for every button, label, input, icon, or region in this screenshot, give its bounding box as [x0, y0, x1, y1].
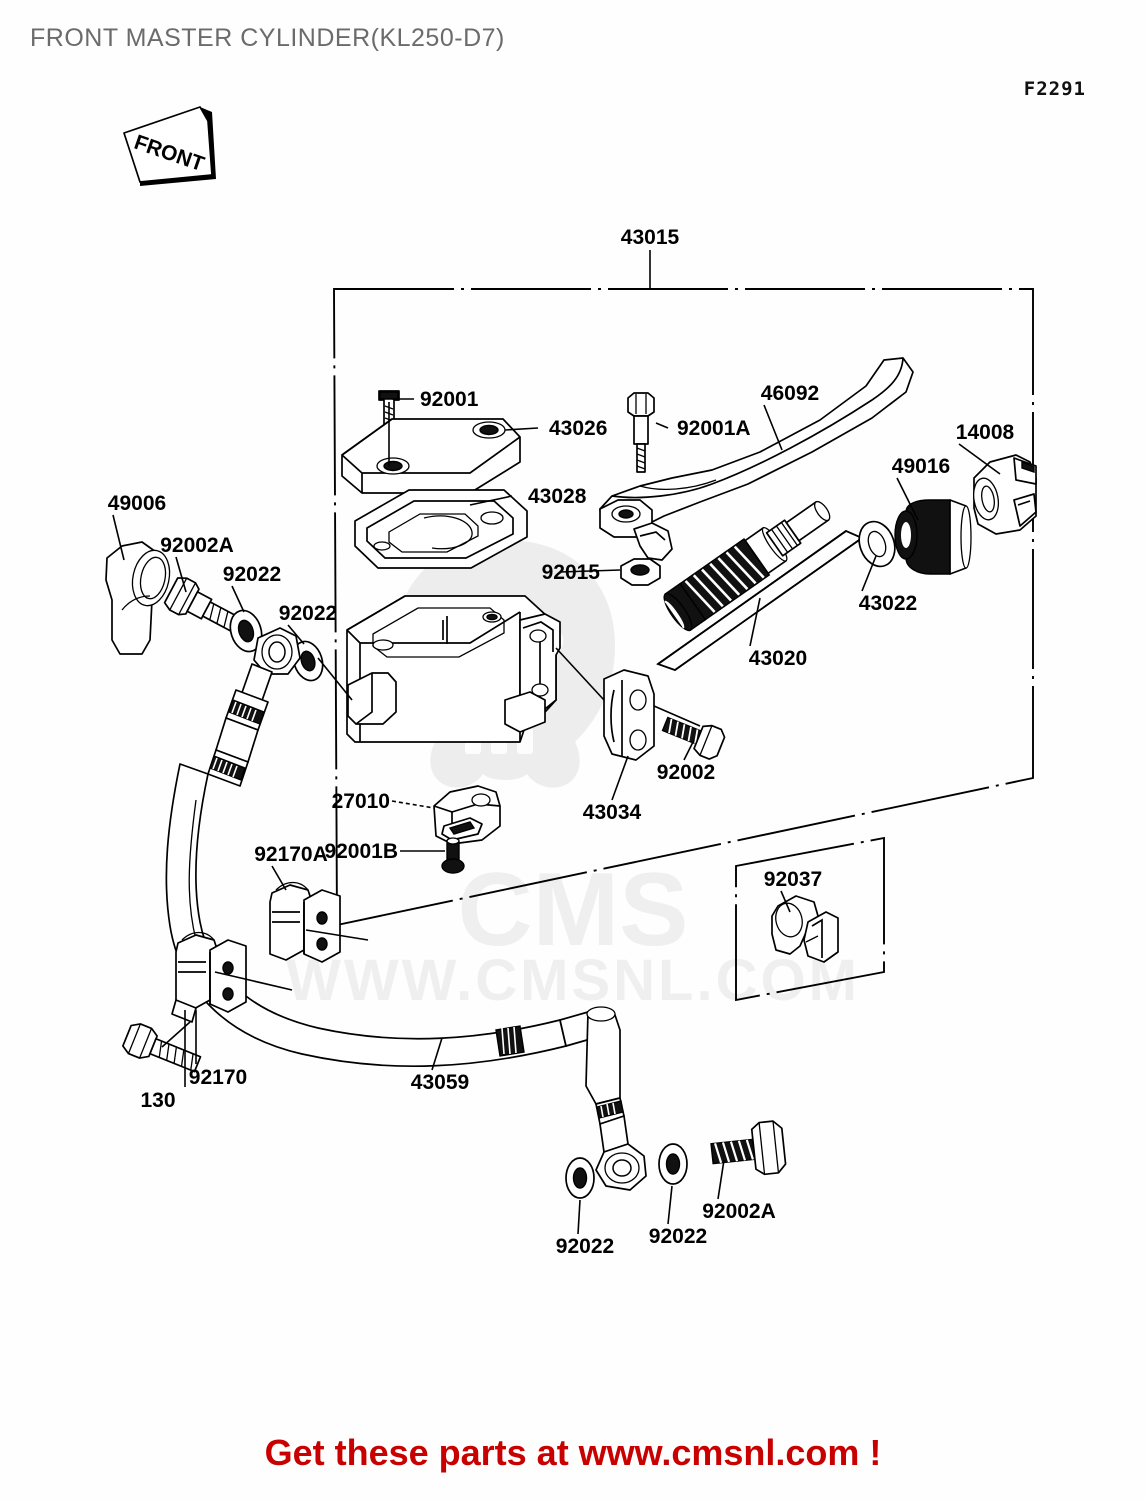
- part-label-92002: 92002: [657, 761, 715, 784]
- part-label-43022: 43022: [859, 592, 917, 615]
- part-label-92022-lower-right: 92022: [649, 1225, 707, 1248]
- part-label-43020: 43020: [749, 647, 807, 670]
- part-92015-lock-nut: [620, 558, 661, 586]
- part-label-92002A-lower: 92002A: [702, 1200, 776, 1223]
- part-label-14008: 14008: [956, 421, 1015, 444]
- part-49006-hose-end-cap: [105, 541, 171, 655]
- part-label-92002A-upper: 92002A: [160, 534, 234, 557]
- part-92001B-switch-screw: [441, 837, 465, 874]
- watermark-url: WWW.CMSNL.COM: [286, 948, 860, 1013]
- part-43059-brake-hose: [165, 689, 629, 1153]
- part-14008-lever-holder: [972, 454, 1037, 535]
- part-label-92022-lower-left: 92022: [556, 1235, 614, 1258]
- part-92037-hose-guide-clamp: [771, 895, 839, 963]
- part-label-43059: 43059: [411, 1071, 469, 1094]
- part-43020-piston-assembly: [656, 500, 864, 671]
- part-label-46092: 46092: [761, 382, 819, 405]
- part-label-92037: 92037: [764, 868, 822, 891]
- part-92002A-banjo-bolt-lower: [710, 1120, 787, 1176]
- part-49016-dust-boot: [894, 499, 972, 575]
- front-arrow-badge: FRONT: [123, 106, 216, 186]
- part-label-92015: 92015: [542, 561, 601, 584]
- part-label-43026: 43026: [549, 417, 607, 440]
- part-master-cylinder-body: [346, 595, 561, 743]
- part-label-43028: 43028: [528, 485, 587, 508]
- inset-group-box: [735, 836, 885, 1002]
- leader-lines: [112, 250, 1001, 1235]
- footer-cta: Get these parts at www.cmsnl.com !: [264, 1432, 882, 1473]
- part-label-27010: 27010: [332, 790, 390, 813]
- part-labels: 43015 92001 43026 92001A 46092 14008 490…: [108, 226, 1015, 1258]
- part-92022-washer-upper-left: [229, 609, 263, 653]
- part-label-92001A: 92001A: [677, 417, 751, 440]
- part-92002-clamp-bolt: [661, 716, 726, 760]
- part-label-92022-upper-right: 92022: [279, 602, 337, 625]
- part-92170A-hose-clamp: [269, 881, 341, 963]
- part-label-92170A: 92170A: [254, 843, 328, 866]
- part-label-43034: 43034: [583, 801, 642, 824]
- part-43028-diaphragm: [354, 489, 528, 569]
- part-label-130: 130: [140, 1089, 175, 1112]
- part-92170-hose-clamp: [171, 931, 247, 1023]
- part-92001A-pivot-bolt: [627, 392, 655, 473]
- part-label-92022-upper-left: 92022: [223, 563, 281, 586]
- part-130-clamp-bolt: [122, 1023, 202, 1073]
- part-label-92001: 92001: [420, 388, 479, 411]
- part-43022-piston-seal: [858, 520, 896, 568]
- part-43026-reservoir-cover: [341, 418, 521, 494]
- assembly-group-box: [333, 288, 1034, 927]
- part-label-49006: 49006: [108, 492, 166, 515]
- part-label-43015: 43015: [621, 226, 680, 249]
- part-label-92001B: 92001B: [324, 840, 398, 863]
- part-label-92170: 92170: [189, 1066, 247, 1089]
- part-lower-banjo-fitting: [595, 1143, 647, 1191]
- part-43034-cylinder-clamp: [603, 669, 655, 761]
- part-label-49016: 49016: [892, 455, 950, 478]
- part-92022-washer-lower-right: [658, 1143, 688, 1185]
- part-92022-washer-lower-left: [565, 1157, 595, 1199]
- part-46092-brake-lever: [599, 357, 914, 561]
- page-title: FRONT MASTER CYLINDER(KL250-D7): [30, 24, 505, 52]
- figure-code: F2291: [1023, 78, 1086, 100]
- watermark-brand: CMS: [457, 852, 688, 968]
- part-27010-brake-light-switch: [433, 785, 501, 845]
